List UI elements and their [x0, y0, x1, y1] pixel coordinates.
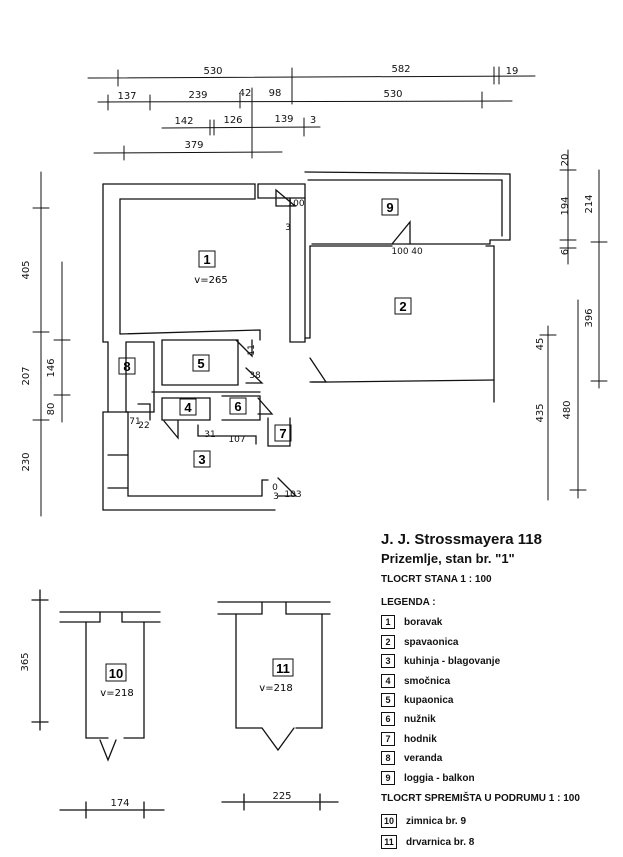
- room-7-number: 7: [279, 426, 286, 441]
- room-8-number: 8: [123, 359, 130, 374]
- dimension-label: 239: [188, 90, 207, 101]
- room-6-number: 6: [234, 399, 241, 414]
- room-1-number: 1: [203, 252, 210, 267]
- dimension-label: 582: [391, 64, 410, 75]
- right-dimension-lines: [539, 149, 608, 501]
- top-dimension-lines: [87, 66, 536, 161]
- room-number-boxes: [105, 198, 412, 682]
- dimension-label: 214: [584, 194, 595, 213]
- legend-heading: LEGENDA :: [381, 597, 436, 608]
- dimension-label: 405: [21, 260, 32, 279]
- dimension-label: 31: [204, 430, 215, 440]
- dimension-label: 11: [247, 344, 257, 355]
- dimension-label: 100: [287, 199, 304, 209]
- dimension-label: 42: [239, 88, 252, 99]
- dimension-label: 379: [184, 140, 203, 151]
- dimension-label: 137: [117, 91, 136, 102]
- room-10-height: v=218: [100, 688, 133, 699]
- storage-room-10: [31, 589, 165, 819]
- dimension-label: 530: [383, 89, 402, 100]
- dimension-label: 230: [21, 452, 32, 471]
- storage-scale-label: TLOCRT SPREMIŠTA U PODRUMU 1 : 100: [381, 793, 580, 804]
- room-11-number: 11: [276, 661, 290, 676]
- dimension-label: 22: [138, 421, 149, 431]
- dimension-label: 80: [46, 403, 57, 416]
- dimension-label: 3: [310, 115, 316, 126]
- dimension-label: 19: [506, 66, 519, 77]
- dimension-label: 174: [110, 798, 129, 809]
- dimension-label: 3: [273, 492, 279, 502]
- dimension-label: 45: [535, 338, 546, 351]
- dimension-label: 98: [269, 88, 282, 99]
- dimension-label: 146: [46, 358, 57, 377]
- room-3-number: 3: [198, 452, 205, 467]
- dimension-label: 100: [391, 247, 408, 257]
- document-subtitle: Prizemlje, stan br. "1": [381, 551, 515, 566]
- dimension-label: 6: [560, 249, 571, 255]
- dimension-label: 71: [129, 417, 140, 427]
- dimension-label: 126: [223, 115, 242, 126]
- dimension-label: 142: [174, 116, 193, 127]
- dimension-label: 3: [285, 223, 291, 233]
- dimension-label: 103: [284, 490, 301, 500]
- dimension-labels: 530 582 19 137 239 42 98 530 142 126 139…: [20, 64, 595, 809]
- dimension-label: 139: [274, 114, 293, 125]
- dimension-label: 396: [584, 308, 595, 327]
- room-10-number: 10: [109, 666, 123, 681]
- left-dimension-lines: [32, 171, 71, 517]
- room-11-height: v=218: [259, 683, 292, 694]
- bedroom-loggia-walls: [304, 171, 511, 403]
- storage-room-11: [217, 601, 339, 811]
- dimension-label: 38: [249, 371, 261, 381]
- dimension-label: 435: [535, 403, 546, 422]
- room-5-number: 5: [197, 356, 204, 371]
- room-1-height: v=265: [194, 275, 227, 286]
- dimension-label: 20: [560, 154, 571, 167]
- dimension-label: 530: [203, 66, 222, 77]
- room-2-number: 2: [399, 299, 406, 314]
- room-labels: 1 v=265 2 3 4 5 6 7 8 9 10 v=218 11 v=21…: [100, 200, 406, 699]
- dimension-label: 207: [21, 366, 32, 385]
- document-title: J. J. Strossmayera 118: [381, 531, 542, 548]
- dimension-label: 225: [272, 791, 291, 802]
- dimension-label: 40: [411, 247, 423, 257]
- dimension-label: 194: [560, 196, 571, 215]
- room-9-number: 9: [386, 200, 393, 215]
- dimension-label: 107: [228, 435, 245, 445]
- apartment-walls: [102, 183, 411, 511]
- dimension-label: 365: [20, 652, 31, 671]
- dimension-label: 0: [272, 483, 278, 493]
- dimension-label: 480: [562, 400, 573, 419]
- plan-scale-label: TLOCRT STANA 1 : 100: [381, 574, 492, 585]
- room-4-number: 4: [184, 400, 192, 415]
